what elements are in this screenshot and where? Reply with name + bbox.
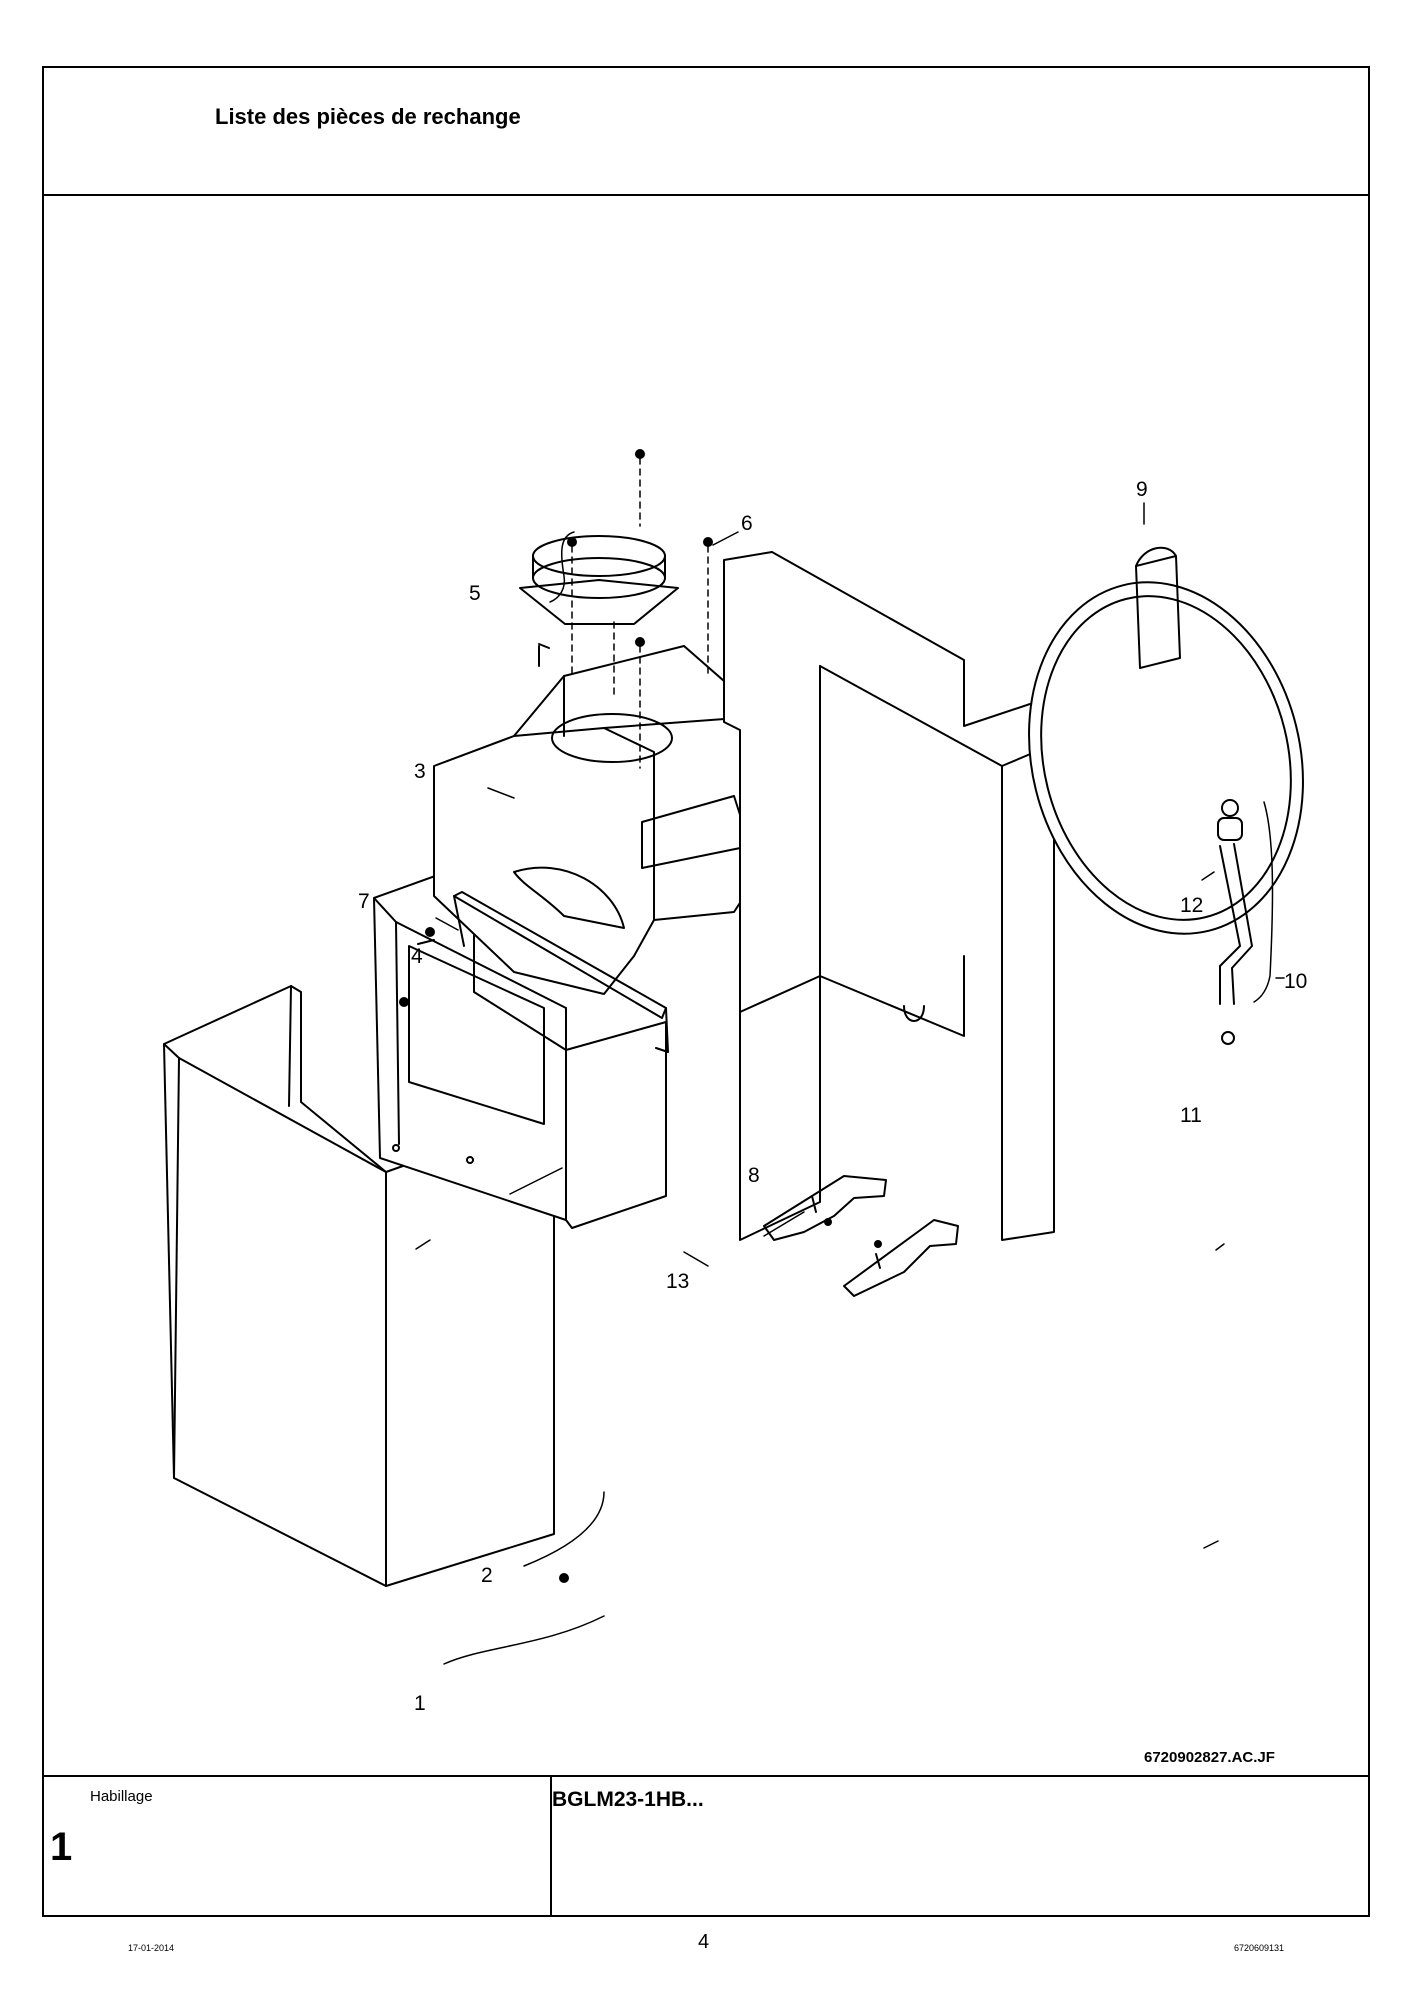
callout-13: 13 — [666, 1270, 689, 1293]
footer-divider — [44, 1775, 1368, 1777]
part-flue-adapter-shape — [519, 535, 679, 625]
page-title: Liste des pièces de rechange — [215, 104, 521, 129]
model-name: BGLM23-1HB... — [552, 1788, 704, 1811]
page-date: 17-01-2014 — [128, 1943, 175, 1953]
part-inner-panel-shape — [373, 861, 667, 1229]
callout-7: 7 — [358, 890, 370, 913]
part-pipe-shape — [1217, 799, 1253, 1045]
callout-4: 4 — [411, 945, 423, 968]
callout-9: 9 — [1136, 478, 1148, 501]
part-chamber-shape — [433, 643, 765, 995]
group-label: Habillage — [90, 1788, 153, 1805]
callout-2: 2 — [481, 1564, 493, 1587]
callout-6: 6 — [741, 512, 753, 535]
exploded-view-svg: 1 2 3 4 5 6 7 8 9 10 11 12 13 — [163, 449, 1307, 1715]
footer-column-divider — [550, 1775, 552, 1915]
page-number: 4 — [698, 1931, 710, 1953]
exploded-view-drawing: 1 2 3 4 5 6 7 8 9 10 11 12 13 — [44, 196, 1368, 1775]
header-divider — [44, 194, 1368, 196]
part-bracket-rail-shape — [417, 891, 669, 1053]
callout-8: 8 — [748, 1164, 760, 1187]
callout-10: 10 — [1284, 970, 1307, 993]
leader-lines — [415, 457, 1285, 1665]
document-reference: 6720609131 — [1234, 1943, 1285, 1953]
part-frame-shape — [723, 551, 1055, 1241]
group-number: 1 — [50, 1825, 73, 1869]
callout-5: 5 — [469, 582, 481, 605]
figure-code: 6720902827.AC.JF — [1144, 1749, 1275, 1766]
document-sheet: Liste des pièces de rechange — [42, 66, 1370, 1917]
callout-1: 1 — [414, 1692, 426, 1715]
callout-11: 11 — [1180, 1104, 1202, 1127]
callout-12: 12 — [1180, 894, 1203, 917]
callout-3: 3 — [414, 760, 426, 783]
part-hooks-shape — [763, 1175, 959, 1297]
